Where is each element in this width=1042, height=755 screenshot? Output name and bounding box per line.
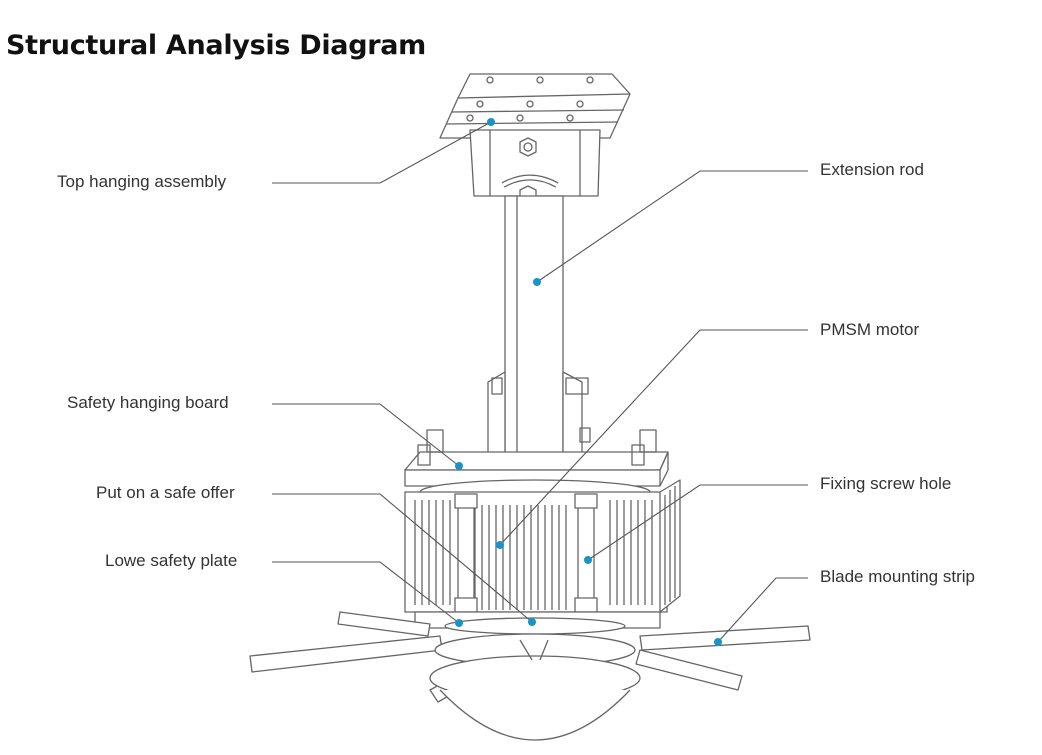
extension-rod-shape: [504, 195, 564, 459]
label-lowe-safety-plate: Lowe safety plate: [105, 551, 238, 570]
leader-put-on-safe-offer: [272, 493, 533, 623]
label-safety-hanging-board: Safety hanging board: [67, 393, 229, 412]
marker-extension-rod: [533, 278, 541, 286]
label-pmsm-motor: PMSM motor: [820, 320, 920, 339]
leader-safety-hanging-board: [272, 403, 460, 467]
label-extension-rod: Extension rod: [820, 160, 924, 179]
lower-safety-plate-shape: [414, 611, 661, 635]
marker-top-hanging-assembly: [487, 118, 495, 126]
marker-pmsm-motor: [496, 541, 504, 549]
leader-lowe-safety-plate: [272, 561, 460, 624]
leader-extension-rod: [536, 170, 808, 283]
safety-board-brackets: [487, 371, 591, 459]
markers: [455, 118, 722, 646]
label-blade-mounting-strip: Blade mounting strip: [820, 567, 975, 586]
marker-blade-mounting-strip: [714, 638, 722, 646]
marker-safety-hanging-board: [455, 462, 463, 470]
leader-top-hanging-assembly: [272, 121, 492, 184]
leader-lines: [272, 121, 808, 643]
marker-put-on-safe-offer: [528, 618, 536, 626]
hub-dome: [429, 633, 641, 741]
top-bracket: [469, 129, 601, 205]
label-put-on-a-safe-offer: Put on a safe offer: [96, 483, 235, 502]
leader-fixing-screw-hole: [587, 484, 808, 561]
marker-fixing-screw-hole: [584, 556, 592, 564]
label-fixing-screw-hole: Fixing screw hole: [820, 474, 952, 493]
leader-pmsm-motor: [499, 329, 808, 546]
diagram-title: Structural Analysis Diagram: [6, 30, 426, 61]
marker-lowe-safety-plate: [455, 619, 463, 627]
top-mounting-plate: [439, 73, 631, 139]
label-top-hanging-assembly: Top hanging assembly: [57, 172, 227, 191]
leader-blade-mounting-strip: [717, 577, 808, 643]
